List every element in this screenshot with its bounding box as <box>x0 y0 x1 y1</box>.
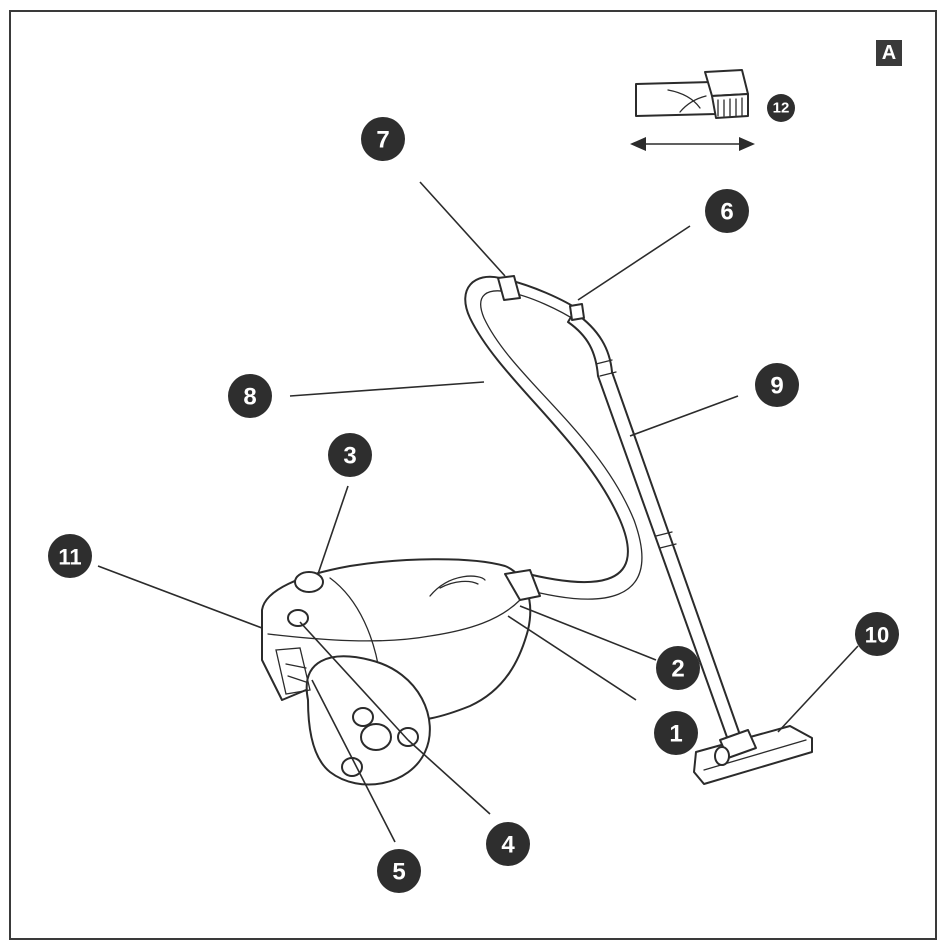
leader-line-5 <box>311 679 396 843</box>
vacuum-body-drawing <box>261 558 541 786</box>
callout-11: 11 <box>48 534 92 578</box>
callout-2-label: 2 <box>671 656 684 683</box>
callout-4: 4 <box>486 822 530 866</box>
panel-letter: A <box>876 40 902 66</box>
callout-8-label: 8 <box>243 384 256 411</box>
callout-7-label: 7 <box>376 127 389 154</box>
double-arrow <box>630 137 755 151</box>
leader-line-7 <box>419 181 506 277</box>
callout-10: 10 <box>855 612 899 656</box>
callout-6: 6 <box>705 189 749 233</box>
callout-11-label: 11 <box>58 545 81 570</box>
callout-1-label: 1 <box>669 721 682 748</box>
callout-6-label: 6 <box>720 199 733 226</box>
leader-line-11 <box>97 565 263 629</box>
leader-line-4 <box>407 739 491 815</box>
callout-10-label: 10 <box>865 623 889 648</box>
leader-line-2 <box>519 605 657 661</box>
callout-7: 7 <box>361 117 405 161</box>
callout-3: 3 <box>328 433 372 477</box>
leader-line-9 <box>629 395 739 437</box>
callout-4-label: 4 <box>501 832 515 859</box>
callout-9-label: 9 <box>770 373 783 400</box>
diagram-frame <box>9 10 937 940</box>
callout-9: 9 <box>755 363 799 407</box>
floor-brush-drawing <box>693 725 813 785</box>
leader-line-6 <box>577 225 691 301</box>
leader-line-1 <box>507 615 637 701</box>
leader-line-8 <box>289 381 485 397</box>
nozzle-accessory-drawing <box>635 69 749 119</box>
hose-drawing <box>464 275 643 600</box>
leader-line-4b <box>299 621 409 741</box>
callout-5: 5 <box>377 849 421 893</box>
callout-12-label: 12 <box>773 100 790 117</box>
leader-lines <box>97 181 859 843</box>
leader-line-3 <box>317 485 349 575</box>
leader-line-10 <box>777 645 859 733</box>
callout-1: 1 <box>654 711 698 755</box>
callout-5-label: 5 <box>392 859 405 886</box>
callout-2: 2 <box>656 646 700 690</box>
callout-3-label: 3 <box>343 443 356 470</box>
callout-8: 8 <box>228 374 272 418</box>
callout-12: 12 <box>767 94 795 122</box>
